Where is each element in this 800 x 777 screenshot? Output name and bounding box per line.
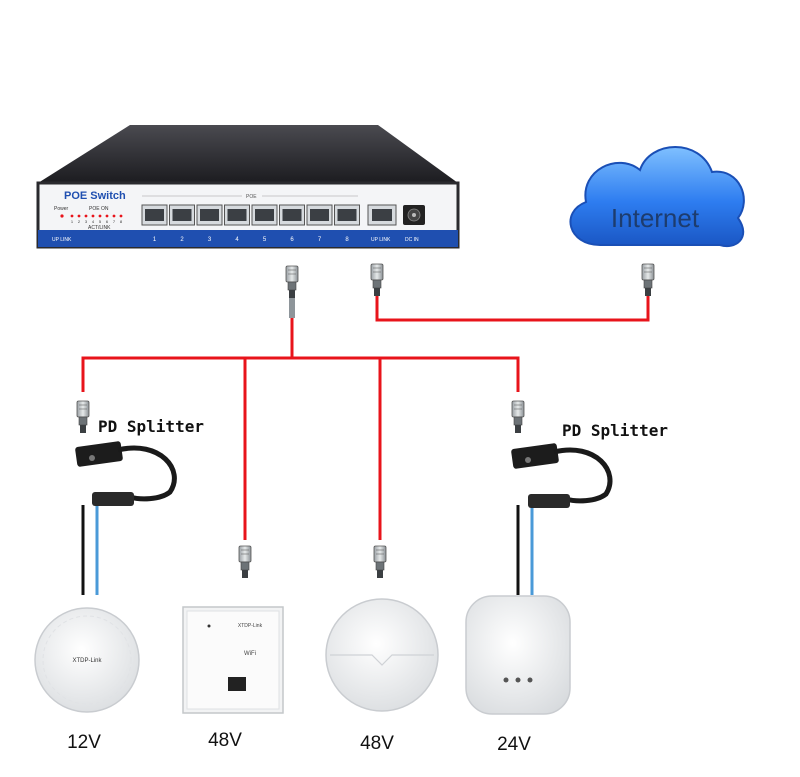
port-number-4: 4 [235, 237, 239, 243]
device-2-wifi: WiFi [244, 651, 256, 657]
device-2-brand: XTDP-Link [238, 623, 263, 629]
port-number-5: 5 [263, 237, 267, 243]
led-5 [98, 214, 102, 218]
led-6 [105, 214, 109, 218]
internet-cloud: Internet [569, 146, 745, 248]
device-2-plug [238, 545, 252, 579]
led-number-7: 7 [113, 219, 116, 224]
led-number-8: 8 [120, 219, 123, 224]
dc-in-jack [403, 205, 425, 225]
poe-port-6 [279, 204, 305, 226]
led-number-1: 1 [71, 219, 74, 224]
led-number-5: 5 [99, 219, 102, 224]
device-3-voltage: 48V [360, 733, 394, 754]
switch-uplink-plug [370, 263, 384, 297]
trunk-cable [81, 318, 294, 392]
poe-port-5 [251, 204, 278, 226]
port-number-8: 8 [345, 237, 349, 243]
power-led [60, 214, 64, 218]
device-2-lan-port [228, 677, 246, 691]
device-4-voltage: 24V [497, 734, 531, 755]
rj45-plugs [76, 263, 655, 579]
act-link-label: ACT/LINK [88, 225, 111, 231]
led-4 [91, 214, 95, 218]
led-number-3: 3 [85, 219, 88, 224]
switch-brand: POE Switch [64, 190, 126, 202]
device-wall-panel-48v: XTDP-Link WiFi 48V [182, 606, 284, 751]
port-number-3: 3 [208, 237, 212, 243]
poe-port-3 [196, 204, 223, 226]
led-7 [112, 214, 116, 218]
uplink-port [367, 204, 397, 226]
poe-ports [141, 204, 360, 226]
power-label: Power [54, 206, 69, 212]
internet-plug [641, 263, 655, 297]
led-2 [77, 214, 81, 218]
uplink-cable [375, 290, 650, 322]
led-1 [70, 214, 74, 218]
device-3-plug [373, 545, 387, 579]
uplink-left-label: UP LINK [52, 237, 72, 243]
device-ceiling-ap-12v: XTDP-Link 12V [34, 607, 140, 753]
led-8 [119, 214, 123, 218]
poe-cables [81, 290, 650, 540]
poe-on-label: POE ON [89, 206, 109, 212]
led-number-2: 2 [78, 219, 81, 224]
port-number-6: 6 [290, 237, 294, 243]
port-number-2: 2 [180, 237, 184, 243]
led-number-4: 4 [92, 219, 95, 224]
internet-label: Internet [611, 203, 700, 233]
switch-base-stripe [38, 230, 458, 247]
device-1-brand: XTDP-Link [72, 658, 102, 664]
pd-splitter-2: PD Splitter [511, 421, 668, 508]
poe-port-4 [224, 204, 250, 226]
device-1-voltage: 12V [67, 732, 101, 753]
poe-port-8 [334, 204, 360, 226]
branch-cable-4 [292, 356, 520, 392]
poe-group-label: POE [246, 194, 257, 200]
pd-splitter-1: PD Splitter [75, 417, 204, 506]
led-number-6: 6 [106, 219, 109, 224]
switch-poe-plug [285, 265, 299, 299]
poe-port-7 [306, 204, 333, 226]
splitter-1-label: PD Splitter [98, 417, 204, 436]
port-number-7: 7 [318, 237, 322, 243]
port-number-1: 1 [153, 237, 157, 243]
device-2-voltage: 48V [208, 730, 242, 751]
led-3 [84, 214, 88, 218]
device-desktop-ap-24v: 24V [465, 595, 571, 755]
splitter-2-plug [511, 400, 525, 434]
splitter-2-label: PD Splitter [562, 421, 668, 440]
switch-top [38, 125, 458, 183]
device-ceiling-ap-white-48v: 48V [325, 598, 439, 754]
splitter-1-plug [76, 400, 90, 434]
uplink-port-label: UP LINK [371, 237, 391, 243]
poe-port-2 [169, 204, 195, 226]
dc-in-label: DC IN [405, 237, 419, 243]
port-numbers: 1 2 3 4 5 6 7 8 [153, 237, 350, 243]
splitter-output-cables [81, 505, 534, 595]
poe-port-1 [141, 204, 168, 226]
